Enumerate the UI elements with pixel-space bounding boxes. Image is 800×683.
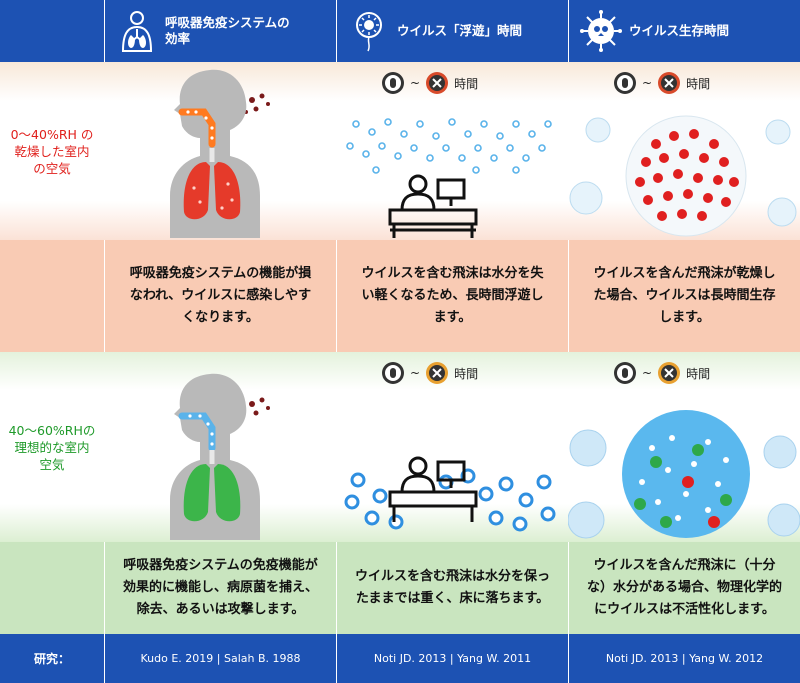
row-dry-label-text: 0〜40%RH の 乾燥した室内 の空気 [10, 126, 94, 176]
time-unit: 時間 [686, 76, 711, 91]
time-unit: 時間 [454, 76, 479, 91]
time-dial-icon [426, 72, 449, 94]
header-immune: 呼吸器免疫システムの 効率 [104, 0, 336, 62]
optimal-airborne-visual: ~ 時間 [336, 352, 568, 542]
time-sep: ~ [410, 366, 421, 380]
time-dial-icon [614, 362, 636, 384]
dry-immune-visual [104, 62, 336, 240]
row-dry-band-corner [0, 240, 104, 352]
time-sep: ~ [642, 366, 653, 380]
footer-ref-immune: Kudo E. 2019 | Salah B. 1988 [104, 634, 336, 683]
dry-survival-visual: ~ 時間 [568, 62, 800, 240]
time-dial-icon [658, 362, 681, 384]
floating-droplets [346, 118, 552, 174]
lungs-dry-illustration [170, 69, 270, 238]
row-optimal-label: 40〜60%RHの 理想的な室内 空気 [0, 352, 104, 542]
time-indicator: ~ 時間 [380, 70, 478, 96]
time-unit: 時間 [686, 366, 711, 381]
footer-ref-survival: Noti JD. 2013 | Yang W. 2012 [568, 634, 800, 683]
optimal-survival-visual: ~ 時間 [568, 352, 800, 542]
optimal-survival-desc: ウイルスを含んだ飛沫に（十分な）水分がある場合、物理化学的にウイルスは不活性化し… [568, 542, 800, 634]
time-unit: 時間 [454, 366, 479, 381]
wet-droplet-with-viruses [568, 410, 800, 539]
header-col2-text: ウイルス「浮遊」時間 [397, 23, 523, 38]
time-sep: ~ [642, 76, 653, 90]
lungs-person-icon [121, 11, 153, 52]
desk-person-icon [388, 174, 478, 238]
optimal-airborne-desc: ウイルスを含む飛沫は水分を保ったままでは重く、床に落ちます。 [336, 542, 568, 634]
row-dry-label: 0〜40%RH の 乾燥した室内 の空気 [0, 62, 104, 240]
time-sep: ~ [410, 76, 421, 90]
header-corner [0, 0, 104, 62]
time-dial-icon [658, 72, 681, 94]
header-survival: ウイルス生存時間 [568, 0, 800, 62]
lungs-optimal-illustration [170, 373, 270, 540]
dry-immune-desc: 呼吸器免疫システムの機能が損なわれ、ウイルスに感染しやすくなります。 [104, 240, 336, 352]
footer-label: 研究： [0, 634, 104, 683]
balloon-virus-icon [356, 12, 382, 52]
dry-airborne-visual: ~ 時間 [336, 62, 568, 240]
time-dial-icon [382, 72, 404, 94]
time-dial-icon [614, 72, 636, 94]
falling-droplets [344, 456, 556, 532]
header-airborne: ウイルス「浮遊」時間 [336, 0, 568, 62]
time-dial-icon [426, 362, 449, 384]
optimal-immune-visual [104, 352, 336, 542]
dry-airborne-desc: ウイルスを含む飛沫は水分を失い軽くなるため、長時間浮遊します。 [336, 240, 568, 352]
dry-droplet-with-viruses [569, 115, 797, 237]
footer-ref-airborne: Noti JD. 2013 | Yang W. 2011 [336, 634, 568, 683]
optimal-immune-desc: 呼吸器免疫システムの免疫機能が効果的に機能し、病原菌を捕え、除去、あるいは攻撃し… [104, 542, 336, 634]
time-indicator: ~ 時間 [612, 360, 710, 386]
time-indicator: ~ 時間 [380, 360, 478, 386]
header-col3-text: ウイルス生存時間 [629, 23, 730, 38]
dry-survival-desc: ウイルスを含んだ飛沫が乾燥した場合、ウイルスは長時間生存します。 [568, 240, 800, 352]
row-optimal-band-corner [0, 542, 104, 634]
time-indicator: ~ 時間 [612, 70, 710, 96]
row-optimal-label-text: 40〜60%RHの 理想的な室内 空気 [8, 422, 96, 472]
time-dial-icon [382, 362, 404, 384]
header-col1-text: 呼吸器免疫システムの 効率 [165, 15, 290, 46]
virus-skull-icon [580, 10, 622, 52]
